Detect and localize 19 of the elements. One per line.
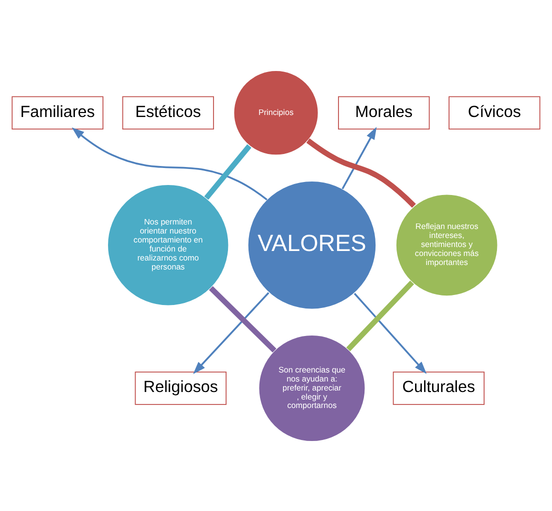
node-circle: Reflejan nuestros intereses, sentimientos y convicciones más importantes [395,193,498,296]
node-box: Estéticos [122,96,214,129]
connector [204,144,252,200]
connector [306,138,416,208]
node-circle: Son creencias que nos ayudan a: preferir, apreciar , elegir y comportarnos [258,334,366,442]
node-circle: Principios [233,70,319,156]
node-circle: VALORES [247,180,376,310]
node-box: Familiares [12,96,104,129]
arrow [354,292,427,374]
node-circle: Nos permiten orientar nuestro comportamiento en función de realizarnos como personas [107,184,230,306]
arrow [72,126,268,200]
node-box: Morales [338,96,430,129]
node-box: Religiosos [134,371,227,404]
node-box: Culturales [392,371,485,404]
connector [346,280,414,351]
node-box: Cívicos [448,96,540,129]
arrow [342,126,377,189]
connector [209,286,276,352]
arrow [193,292,270,374]
